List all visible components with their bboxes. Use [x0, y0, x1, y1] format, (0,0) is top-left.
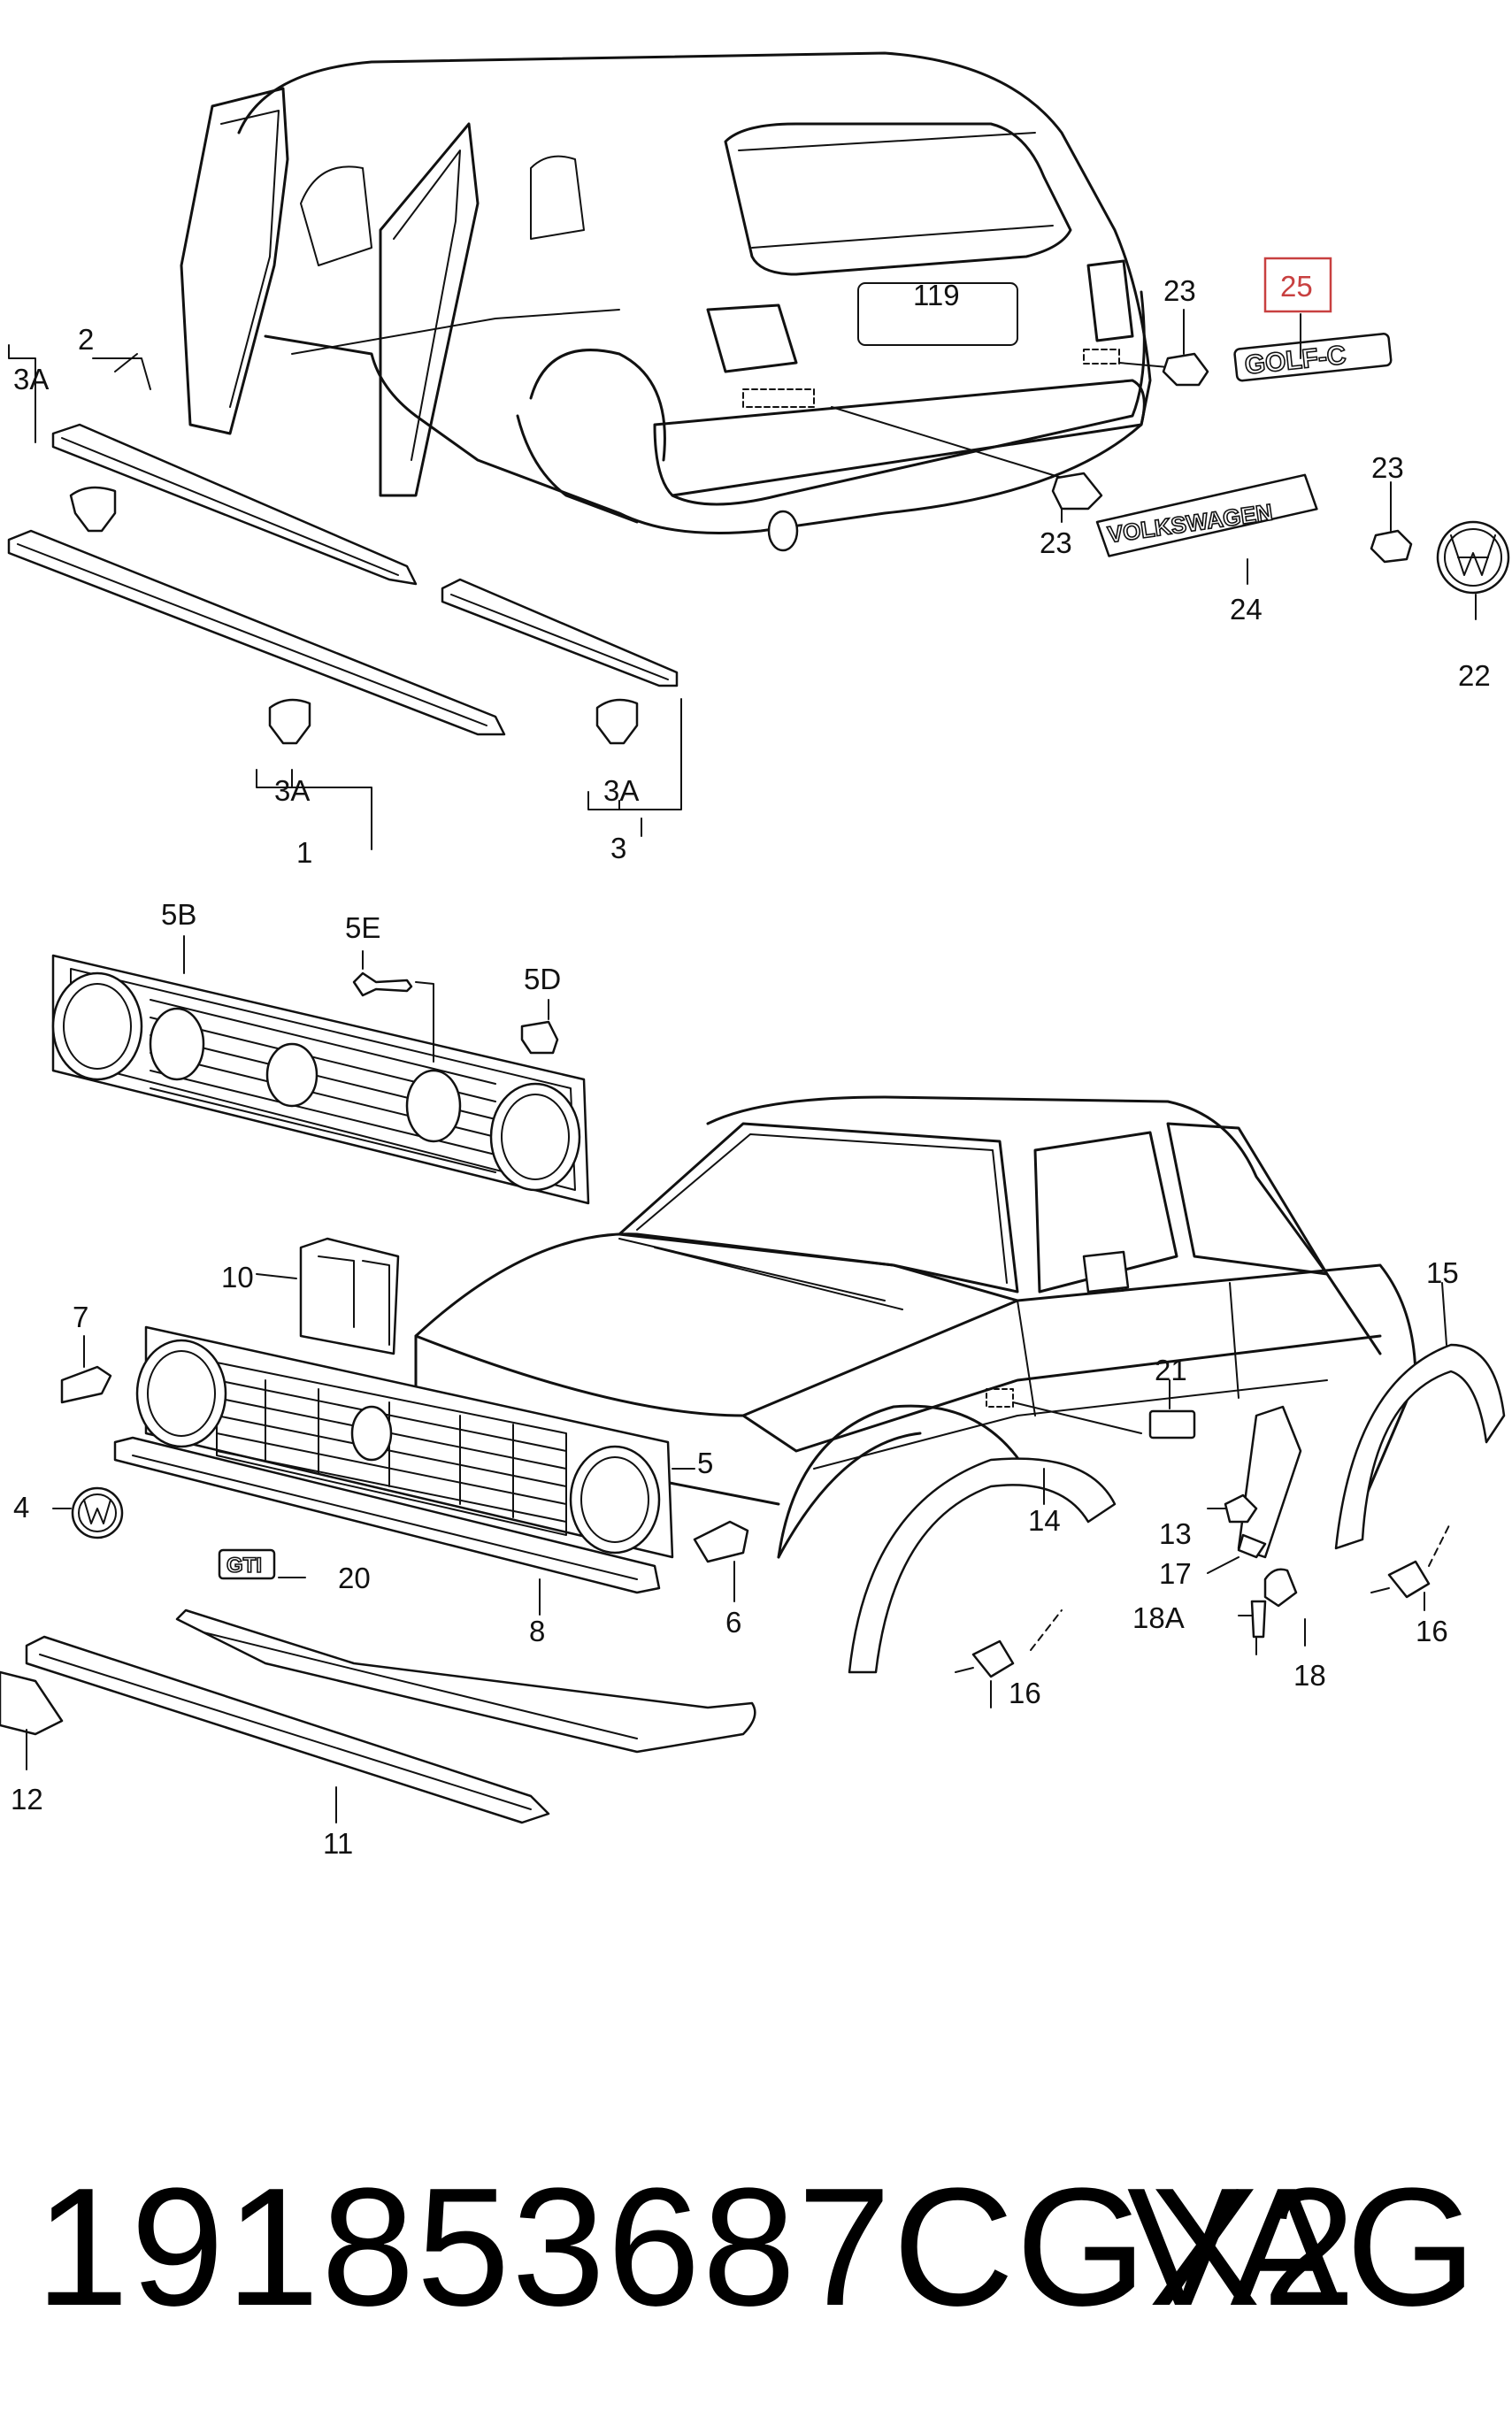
label-1: 1: [296, 836, 312, 869]
rear-car-illustration: 119: [180, 51, 1169, 552]
part-labels: 2 3A 3A 3A 1 3 23 25 23 23 24 22 5B 5E 5…: [11, 270, 1491, 1860]
front-grille: [135, 1325, 695, 1559]
label-14: 14: [1028, 1504, 1061, 1537]
highlight-box: [1263, 257, 1332, 313]
front-spoiler-strip: [113, 1436, 661, 1616]
label-16-left: 16: [1009, 1677, 1041, 1709]
label-5: 5: [697, 1447, 713, 1479]
label-23-mid: 23: [1040, 526, 1072, 559]
label-10: 10: [221, 1261, 254, 1294]
label-6: 6: [725, 1606, 741, 1639]
label-5d: 5D: [524, 963, 561, 995]
fender-liners: [848, 1282, 1506, 1674]
rear-emblems: GOLF-C VOLKSWAGEN: [1051, 309, 1510, 620]
vw-logo-front: [52, 1486, 124, 1539]
label-20: 20: [338, 1562, 371, 1594]
label-15: 15: [1426, 1256, 1459, 1289]
fasteners: [955, 1379, 1452, 1708]
label-17: 17: [1159, 1557, 1192, 1590]
label-8: 8: [529, 1615, 545, 1647]
label-21: 21: [1155, 1354, 1187, 1386]
vw-logo-rear: [1436, 520, 1510, 595]
label-18: 18: [1293, 1659, 1326, 1692]
front-car-illustration: [414, 1095, 1417, 1559]
label-3a-mid: 3A: [274, 774, 310, 807]
part-7-bracket: [60, 1335, 112, 1404]
volkswagen-emblem: VOLKSWAGEN: [1095, 473, 1318, 557]
golf-emblem: GOLF-C: [1233, 333, 1393, 382]
label-3a-right: 3A: [603, 774, 639, 807]
lower-spoiler: [0, 1608, 756, 1824]
label-25: 25: [1280, 270, 1313, 303]
label-3: 3: [610, 832, 626, 864]
label-5b: 5B: [161, 898, 196, 931]
label-23-right: 23: [1371, 451, 1404, 484]
label-5e: 5E: [345, 911, 380, 944]
grille-assembly: [51, 935, 590, 1205]
footer: 191853687CGX2 VAG: [0, 2159, 1512, 2336]
label-16-right: 16: [1416, 1615, 1448, 1647]
sill-trim-parts: [7, 344, 682, 850]
svg-text:119: 119: [913, 279, 960, 311]
label-18a: 18A: [1132, 1601, 1185, 1634]
label-13: 13: [1159, 1517, 1192, 1550]
label-4: 4: [13, 1491, 29, 1524]
label-3a-left: 3A: [13, 363, 49, 395]
label-7: 7: [73, 1301, 88, 1333]
part-6-clip: [693, 1520, 749, 1602]
brand-name: VAG: [1126, 2153, 1480, 2341]
label-2: 2: [78, 323, 94, 356]
gti-emblem: GTI: [218, 1548, 306, 1580]
svg-text:GTI: GTI: [226, 1554, 262, 1578]
label-24: 24: [1230, 593, 1263, 626]
part-number: 191853687CGX2: [35, 2153, 1358, 2341]
radiator-mount: [256, 1237, 400, 1355]
label-22: 22: [1458, 659, 1491, 692]
label-11: 11: [323, 1827, 353, 1860]
label-23-top: 23: [1163, 274, 1196, 307]
label-12: 12: [11, 1783, 43, 1816]
